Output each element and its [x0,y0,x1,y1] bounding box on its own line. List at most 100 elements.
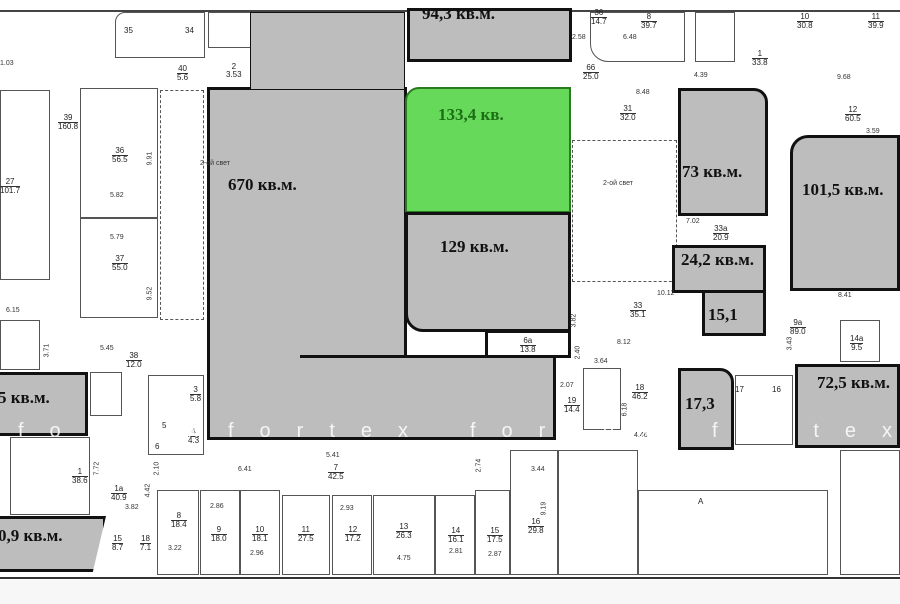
area-label-101-5: 101,5 кв.м. [802,180,884,199]
dimension: 7.72 [93,461,101,476]
dimension: 6.18 [621,402,629,417]
area-133-4-selected[interactable] [405,87,571,213]
room-36[interactable] [80,88,158,218]
room-14-bottom[interactable] [435,495,475,575]
watermark: fortex [18,420,225,442]
second-light-void-left [160,90,204,320]
watermark: fortex [228,420,435,442]
area-670-extension[interactable] [300,355,556,440]
room-14a[interactable] [840,320,880,362]
room-label: 35 [124,26,133,35]
second-light-label-left: 2-ой свет [200,160,230,167]
area-15-1[interactable] [702,290,766,336]
dimension: 3.43 [786,336,794,351]
dimension: 5.45 [100,345,114,352]
dimension: 6.41 [238,466,252,473]
room-16-bottom[interactable] [510,450,558,575]
room-11-bottom[interactable] [282,495,330,575]
dimension: 1.03 [0,60,14,67]
dimension: 5.41 [326,452,340,459]
dimension: 2.07 [560,382,574,389]
dimension: 4.42 [144,483,152,498]
room-6a[interactable] [485,330,571,358]
area-label-73: 73 кв.м. [682,162,743,181]
room-8-bottom[interactable] [157,490,199,575]
dimension: 2.93 [340,505,354,512]
dimension: 10.12 [657,290,675,297]
room-label: 17 [735,385,744,394]
dimension: 9.68 [837,74,851,81]
area-94-3[interactable] [407,8,572,62]
area-73[interactable] [678,88,768,216]
room-wc-16-17[interactable] [735,375,793,445]
dimension: 9.91 [146,151,154,166]
area-24-2[interactable] [672,245,766,293]
dimension: 2.81 [449,548,463,555]
dimension: 9.19 [540,501,548,516]
dimension: 2.86 [210,503,224,510]
area-label-72-5: 72,5 кв.м. [817,373,891,392]
area-129[interactable] [405,212,571,332]
area-0-9[interactable] [0,516,106,572]
stair-left [0,320,40,370]
area-label-670: 670 кв.м. [228,175,297,194]
room-toilets-top[interactable] [115,12,205,58]
dimension: 3.71 [43,343,51,358]
room-8[interactable] [590,12,685,62]
area-label-94-3: 94,3 кв.м. [422,4,496,23]
area-101-5[interactable] [790,135,900,291]
room-10-bottom[interactable] [240,490,280,575]
dimension: 8.41 [838,292,852,299]
dimension: 2.58 [572,34,586,41]
room-13-bottom[interactable] [373,495,435,575]
room-a-bottom[interactable] [638,490,828,575]
area-label-24-2: 24,2 кв.м. [681,250,755,269]
area-label-0-9: 0,9 кв.м. [0,526,63,545]
stair-top [695,12,735,62]
room-12-bottom[interactable] [332,495,372,575]
elevator-top[interactable] [208,12,253,48]
room-hall-bottom[interactable] [558,450,638,575]
area-label-129: 129 кв.м. [440,237,509,256]
dimension: 3.22 [168,545,182,552]
room-37[interactable] [80,218,158,318]
room-wc-3-6[interactable] [148,375,204,455]
room-right-bottom[interactable] [840,450,900,575]
room-15-bottom[interactable] [475,490,510,575]
dimension: 7.02 [686,218,700,225]
area-17-3[interactable] [678,368,734,450]
room-27[interactable] [0,90,50,280]
room-label: A [698,497,704,506]
area-670-upper[interactable] [250,12,405,90]
dimension: 8.48 [636,89,650,96]
room-9-bottom[interactable] [200,490,240,575]
dimension: 5.79 [110,234,124,241]
area-label-15-1: 15,1 [708,305,738,324]
room-label: 6 [155,442,160,451]
area-5[interactable] [0,372,88,436]
area-72-5[interactable] [795,364,900,448]
second-light-label-right: 2-ой свет [603,180,633,187]
dimension: 3.82 [570,313,578,328]
dimension: 4.39 [694,72,708,79]
dimension: 2.40 [574,345,582,360]
room-label: 34 [185,26,194,35]
